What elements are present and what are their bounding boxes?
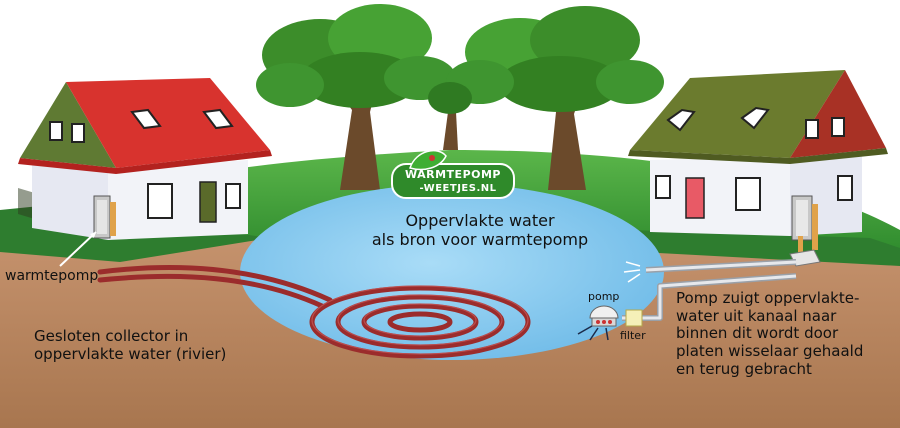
description-line: en terug gebracht bbox=[676, 359, 812, 378]
diagram-title: Oppervlakte water als bron voor warmtepo… bbox=[330, 211, 630, 250]
heat-pump-label: warmtepomp bbox=[5, 268, 99, 284]
heat-pump-icon bbox=[789, 195, 821, 267]
logo-text-secondary: -WEETJES.NL bbox=[419, 183, 497, 194]
tree-icon bbox=[256, 4, 456, 190]
pump-description: Pomp zuigt oppervlakte- water uit kanaal… bbox=[676, 289, 864, 378]
outflow-arrows bbox=[623, 261, 641, 283]
pump-label: pomp bbox=[588, 290, 620, 303]
title-line: Oppervlakte water bbox=[405, 211, 555, 230]
description-line: platen wisselaar gehaald bbox=[676, 342, 864, 361]
collector-label: Gesloten collector in oppervlakte water … bbox=[34, 327, 227, 363]
tree-icon bbox=[446, 6, 664, 190]
title-line: als bron voor warmtepomp bbox=[371, 229, 589, 249]
logo-text-primary: WARMTEPOMP bbox=[404, 168, 501, 181]
logo bbox=[391, 149, 515, 199]
description-line: Pomp zuigt oppervlakte- bbox=[676, 289, 860, 307]
inflow-arrows bbox=[577, 325, 609, 341]
description-line: water uit kanaal naar bbox=[676, 306, 837, 325]
description-line: binnen dit wordt door bbox=[676, 324, 839, 343]
filter-label: filter bbox=[620, 329, 646, 342]
heat-pump-pointer bbox=[59, 231, 97, 267]
house-icon bbox=[628, 70, 888, 236]
pump-icon bbox=[589, 305, 619, 327]
grass-right-patch bbox=[630, 230, 900, 266]
heat-pump-icon bbox=[93, 195, 116, 239]
surface-water bbox=[240, 184, 664, 360]
collector-line: Gesloten collector in bbox=[34, 327, 189, 345]
tree-icon bbox=[428, 82, 472, 150]
filter-icon bbox=[625, 309, 643, 327]
house-icon bbox=[18, 78, 272, 240]
logo-leaf-icon bbox=[409, 149, 447, 171]
collector-line: oppervlakte water (rivier) bbox=[34, 344, 227, 363]
